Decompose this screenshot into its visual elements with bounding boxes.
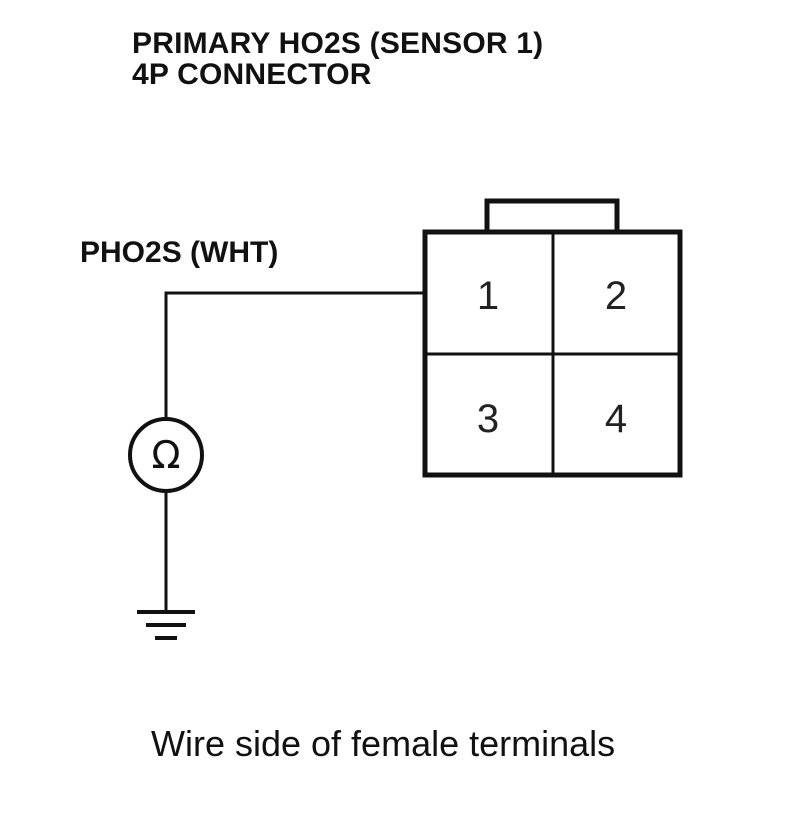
title-line-2: 4P CONNECTOR <box>132 58 372 91</box>
diagram-caption: Wire side of female terminals <box>151 723 616 764</box>
terminal-3: 3 <box>477 397 499 441</box>
terminal-4: 4 <box>605 397 627 441</box>
ohm-symbol: Ω <box>151 433 180 477</box>
diagram-title: PRIMARY HO2S (SENSOR 1) 4P CONNECTOR <box>132 28 543 90</box>
connector-latch <box>484 198 620 232</box>
wire-label: PHO2S (WHT) <box>80 236 279 269</box>
title-line-1: PRIMARY HO2S (SENSOR 1) <box>132 27 544 60</box>
test-lead-wire <box>164 291 425 419</box>
terminal-1: 1 <box>477 274 499 318</box>
ground-icon <box>137 610 195 640</box>
terminal-2: 2 <box>605 274 627 318</box>
